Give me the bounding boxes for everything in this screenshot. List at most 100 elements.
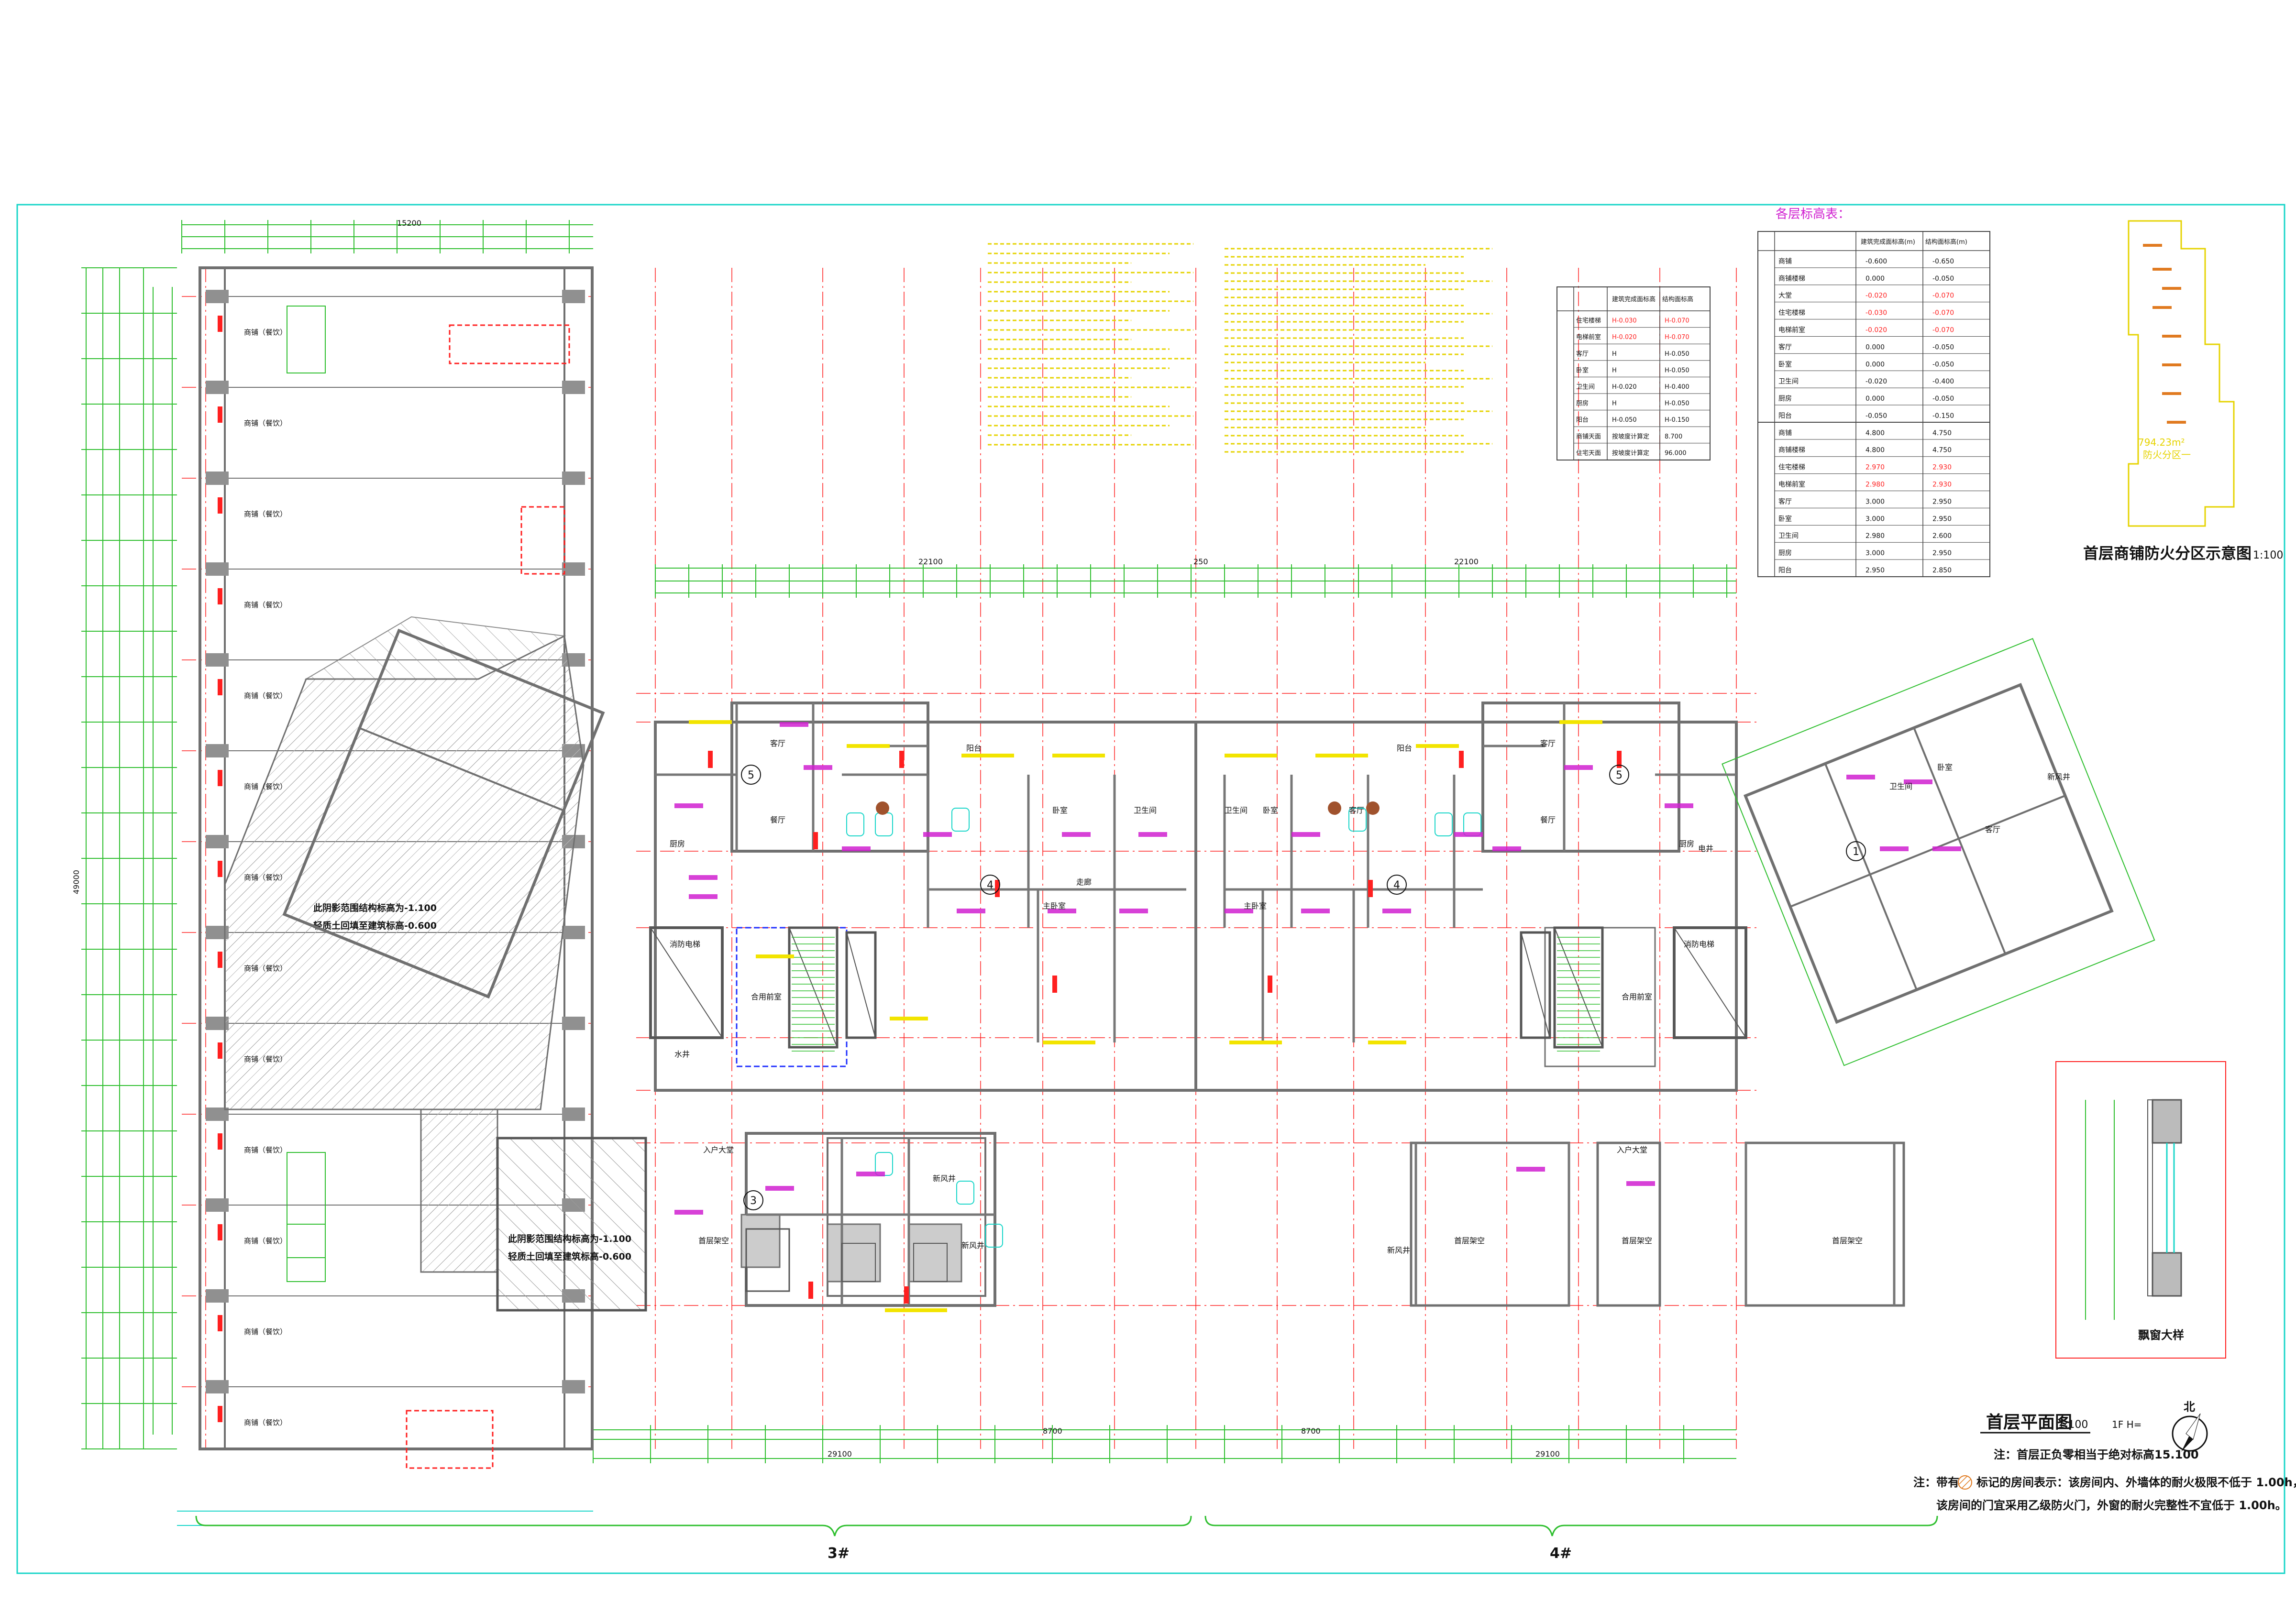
std-table-cell: 住宅天面 [1576,450,1601,457]
elev-table-cell: 4.800 [1866,429,1885,437]
std-table-cell: 客厅 [1576,350,1589,358]
elev-table-cell: 2.950 [1866,567,1885,574]
building-3-wing [282,628,605,999]
elev-table-cell: 商铺 [1778,429,1792,437]
opening-tag [804,765,832,770]
fire-zone-name: 防火分区一 [2143,449,2191,461]
column [562,562,585,576]
shop-label: 商铺（餐饮） [244,1418,287,1427]
dim-bottom-total-1: 29100 [828,1449,852,1459]
std-table-cell: 96.000 [1665,450,1687,457]
building-labels: 3# 4# [195,1515,1938,1562]
fire-zone-mark [2162,392,2181,395]
door-mark [218,952,222,968]
room-label: 厨房 [670,839,685,848]
fire-zone-scale: 1:100 [2253,549,2283,561]
key-dimensions: 15200 22100 250 22100 49000 29100 29100 … [72,219,1560,1459]
elev-table-cell: -0.150 [1932,412,1954,420]
core-cross [1521,932,1550,1038]
std-table-cell: H-0.030 [1612,318,1637,325]
room-label: 客厅 [1985,825,2000,834]
elev-table-cell: 商铺楼梯 [1778,275,1805,283]
window-band [890,1017,928,1020]
elev-table-cell: 电梯前室 [1778,326,1805,334]
room-label: 卫生间 [1225,806,1247,815]
opening-tag [1626,1181,1655,1186]
elev-table-cell: 电梯前室 [1778,481,1805,489]
room-label: 卫生间 [1134,806,1157,815]
window-band [1416,744,1459,748]
unit-marker [1387,875,1407,895]
door-mark [218,861,222,877]
window-band [1368,1041,1406,1044]
elev-table-cell: 2.970 [1866,464,1885,472]
hatch-note-1a: 此阴影范围结构标高为-1.100 [313,902,437,913]
column [206,835,229,848]
unit-marker-label: 3 [750,1195,757,1207]
shop-label: 商铺（餐饮） [244,601,287,609]
std-table-cell: H-0.050 [1665,367,1689,374]
north-label: 北 [2184,1400,2195,1414]
room-label: 消防电梯 [1684,940,1714,949]
room-label: 餐厅 [770,815,785,824]
std-table-cell: 电梯前室 [1576,333,1601,341]
window-band [689,720,732,724]
room-label: 客厅 [770,739,785,748]
opening-tag [842,846,871,851]
fire-zone-diagram: 794.23m² 防火分区一 首层商铺防火分区示意图 1:100 [2083,220,2283,562]
window-band [1559,720,1602,724]
sofa [745,1228,790,1292]
door-swing [904,1286,909,1304]
unit-marker [743,1190,763,1210]
hatched-zone-1 [224,616,585,1110]
level-note: 注：首层正负零相当于绝对标高15.100 [1994,1448,2199,1461]
std-table-cell: 按坡度计算定 [1612,449,1649,457]
dim-bottom-2: 8700 [1301,1426,1321,1436]
door-mark [218,1042,222,1059]
std-table-cell: 商铺天面 [1576,433,1601,440]
elev-table-cell: 3.000 [1866,549,1885,557]
elev-table-cell: 大堂 [1778,292,1792,300]
std-table-cell: 厨房 [1576,400,1589,407]
room-labels: 商铺（餐饮）商铺（餐饮）商铺（餐饮）商铺（餐饮）商铺（餐饮）商铺（餐饮）商铺（餐… [244,328,2070,1427]
column [562,1017,585,1030]
std-table-cell: H [1612,351,1617,358]
room-label: 阳台 [966,744,982,753]
window-band [885,1308,947,1312]
elev-table-cell: 0.000 [1866,343,1885,351]
room-label: 首层架空 [698,1236,729,1245]
fixture [1348,808,1367,832]
unit-marker [741,765,761,785]
opening-tag [1138,832,1167,837]
elev-table-cell: 2.980 [1866,481,1885,489]
std-table-cell: H [1612,400,1617,407]
room-label: 客厅 [1349,806,1364,815]
window-band [1225,754,1277,757]
elev-table-cell: 2.930 [1932,481,1952,489]
fixture [846,812,864,836]
fixture [985,1224,1003,1248]
window-band [756,954,794,958]
room-label: 卧室 [1052,806,1068,815]
door-swing [1268,976,1272,993]
shop-label: 商铺（餐饮） [244,782,287,791]
door-mark [218,770,222,786]
room-label: 卫生间 [1889,782,1912,791]
core [649,926,724,1039]
interior-walls [655,703,1896,1312]
room-label: 主卧室 [1244,901,1267,910]
elev-table-header: 建筑完成面标高(m) [1861,238,1915,246]
hatch-note-2a: 此阴影范围结构标高为-1.100 [508,1233,631,1244]
elev-table-cell: 0.000 [1866,395,1885,403]
door-swing [1459,751,1464,768]
door-swing [1368,880,1373,897]
room-label: 新风井 [2047,772,2070,781]
column [206,653,229,667]
elev-table-cell: 0.000 [1866,361,1885,368]
fixture [951,808,970,832]
title-block: 首层平面图 1:100 1F H= 北 注：首层正负零相当于绝对标高15.100… [1913,1400,2296,1512]
window-band [1043,1041,1095,1044]
door-swing [1617,751,1622,768]
shop-label: 商铺（餐饮） [244,510,287,518]
